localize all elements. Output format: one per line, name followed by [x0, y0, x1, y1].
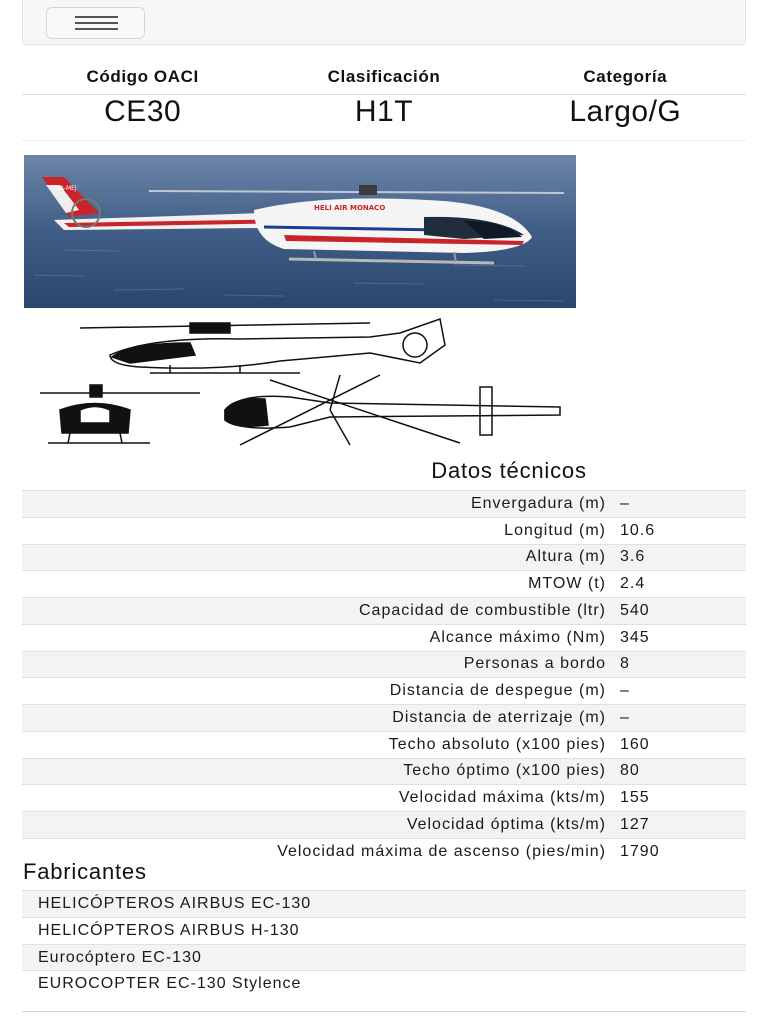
manufacturer-item: Eurocóptero EC-130 — [22, 943, 746, 971]
tech-value: 10.6 — [620, 521, 656, 539]
tech-row: Envergadura (m)– — [22, 490, 746, 517]
tech-label: Distancia de despegue (m) — [389, 682, 606, 700]
tech-value: 80 — [620, 762, 640, 780]
tech-label: Longitud (m) — [504, 521, 606, 539]
tech-row: Velocidad óptima (kts/m) 127 — [22, 811, 746, 838]
tech-value: 160 — [620, 735, 650, 753]
divider — [22, 1011, 746, 1012]
identification-value-row: CE30 H1T Largo/G — [22, 95, 746, 141]
tech-value: – — [620, 494, 630, 512]
tech-value: 540 — [620, 601, 650, 619]
tech-value: 155 — [620, 789, 650, 807]
tech-row: Distancia de despegue (m)– — [22, 677, 746, 704]
value-icao-code: CE30 — [104, 95, 182, 128]
tech-value: 2.4 — [620, 575, 646, 593]
tech-row: Distancia de aterrizaje (m)– — [22, 704, 746, 731]
tech-row: Longitud (m) 10.6 — [22, 516, 746, 544]
tech-label: Distancia de aterrizaje (m) — [392, 708, 606, 726]
tech-row: Personas a bordo 8 — [22, 650, 746, 678]
tech-row: Techo óptimo (x100 pies) 80 — [22, 757, 746, 785]
tech-label: Velocidad máxima de ascenso (pies/min) — [277, 842, 606, 860]
svg-text:HELI AIR MONACO: HELI AIR MONACO — [314, 204, 385, 212]
helicopter-photo: HELI AIR MONACO 3A-MEJ — [24, 155, 576, 308]
tech-value: – — [620, 708, 630, 726]
tech-value: 345 — [620, 628, 650, 646]
tech-label: Velocidad óptima (kts/m) — [406, 815, 606, 833]
tech-label: Envergadura (m) — [470, 494, 606, 512]
header-icao-code: Código OACI — [86, 67, 199, 86]
header-category: Categoría — [583, 67, 668, 86]
manufacturers-title: Fabricantes — [23, 859, 147, 884]
tech-row: Altura (m) 3.6 — [22, 543, 746, 571]
menu-toggle-button[interactable] — [46, 7, 145, 39]
identification-header-row: Código OACI Clasificación Categoría — [22, 62, 746, 95]
tech-value: 8 — [620, 655, 630, 673]
manufacturer-item: EUROCOPTER EC-130 Stylence — [22, 970, 746, 997]
tech-label: Capacidad de combustible (ltr) — [359, 601, 606, 619]
tech-label: Techo óptimo (x100 pies) — [403, 762, 606, 780]
tech-label: Techo absoluto (x100 pies) — [388, 735, 606, 753]
hamburger-line — [75, 28, 118, 30]
tech-label: MTOW (t) — [528, 575, 606, 593]
tech-data-title: Datos técnicos — [431, 458, 587, 483]
tech-label: Velocidad máxima (kts/m) — [398, 789, 606, 807]
tech-value: 127 — [620, 815, 650, 833]
value-classification: H1T — [354, 95, 414, 128]
tech-value: 3.6 — [620, 548, 646, 566]
hamburger-line — [75, 22, 118, 24]
identification-table: Código OACI Clasificación Categoría CE30… — [22, 62, 746, 141]
manufacturer-item: HELICÓPTEROS AIRBUS EC-130 — [22, 890, 746, 917]
tech-row: Capacidad de combustible (ltr) 540 — [22, 597, 746, 624]
tech-value: 1790 — [620, 842, 660, 860]
tech-row: MTOW (t) 2.4 — [22, 570, 746, 597]
tech-value: – — [620, 682, 630, 700]
svg-text:3A-MEJ: 3A-MEJ — [56, 185, 77, 192]
tech-row: Velocidad máxima (kts/m) 155 — [22, 784, 746, 811]
helicopter-three-view-drawing — [40, 315, 580, 450]
tech-row: Velocidad máxima de ascenso (pies/min) 17… — [22, 837, 746, 865]
value-category: Largo/G — [569, 95, 682, 128]
tech-label: Personas a bordo — [463, 655, 606, 673]
hamburger-line — [75, 16, 118, 18]
header-classification: Clasificación — [327, 67, 441, 86]
manufacturer-item: HELICÓPTEROS AIRBUS H-130 — [22, 916, 746, 944]
navbar — [22, 0, 746, 45]
tech-label: Altura (m) — [525, 548, 606, 566]
tech-label: Alcance máximo (Nm) — [429, 628, 606, 646]
tech-row: Techo absoluto (x100 pies) 160 — [22, 730, 746, 758]
tech-row: Alcance máximo (Nm) 345 — [22, 623, 746, 651]
